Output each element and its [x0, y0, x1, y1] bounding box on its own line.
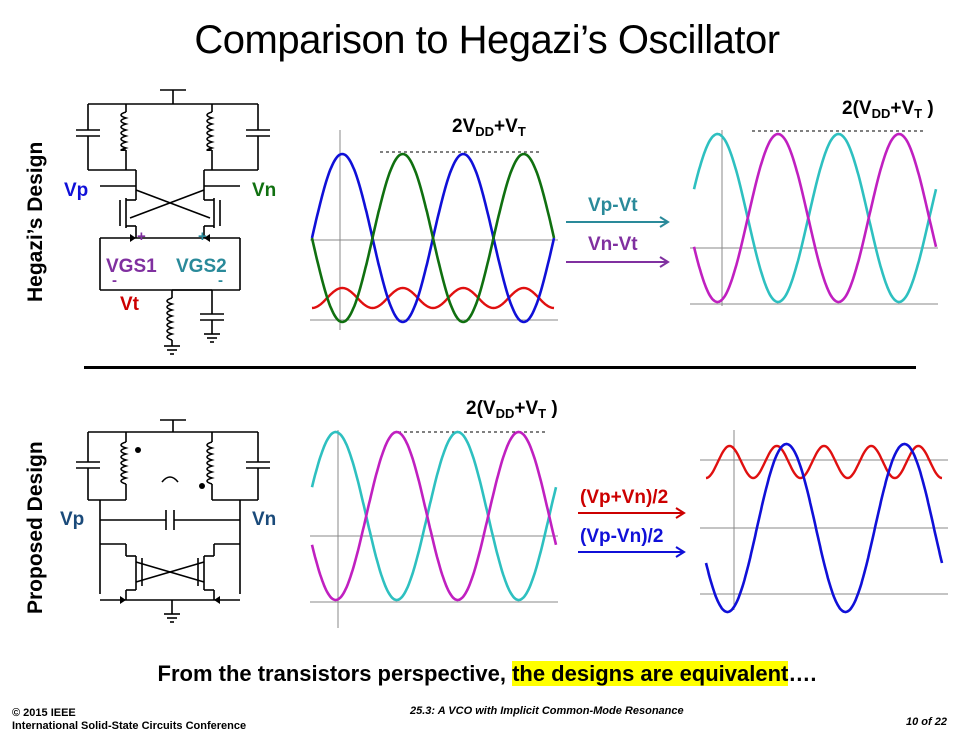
- highlighted-phrase: the designs are equivalent: [512, 661, 789, 686]
- vn-minus-vt-trace: [692, 132, 938, 304]
- proposed-vp-label: Vp: [60, 509, 85, 530]
- vn-trace: [310, 152, 556, 324]
- copyright: © 2015 IEEE: [12, 707, 76, 719]
- diff-trace: [704, 442, 944, 614]
- footer-left: © 2015 IEEE International Solid-State Ci…: [12, 707, 246, 733]
- proposed-peak-label: 2(VDD+VT ): [466, 398, 558, 421]
- vgs1-plus-sign: +: [137, 228, 146, 245]
- conference-name: International Solid-State Circuits Confe…: [12, 720, 247, 732]
- vp-trace: [310, 430, 558, 602]
- section-separator: [84, 366, 916, 369]
- diff-label: (Vp-Vn)/2: [580, 526, 664, 547]
- vgs1-minus-sign: -: [112, 272, 117, 289]
- vn-trace: [310, 430, 558, 602]
- vgs1-label: VGS1: [106, 256, 157, 277]
- page-number: 10 of 22: [906, 716, 947, 728]
- vp-vt-label: Vp-Vt: [588, 195, 638, 216]
- vp-minus-vt-trace: [692, 132, 938, 304]
- vt-trace: [311, 286, 555, 310]
- vt-label: Vt: [120, 294, 139, 315]
- vgs2-plus-sign: +: [198, 228, 207, 245]
- sum-label: (Vp+Vn)/2: [580, 487, 669, 508]
- summary-statement: From the transistors perspective, the de…: [157, 661, 817, 686]
- slide-title: Comparison to Hegazi’s Oscillator: [194, 18, 780, 62]
- hegazi-output-peak-label: 2(VDD+VT ): [842, 98, 934, 121]
- hegazi-vn-label: Vn: [252, 180, 277, 201]
- proposed-waveform-plot: [310, 430, 558, 628]
- hegazi-output-waveform-plot: [690, 130, 938, 306]
- paper-title: 25.3: A VCO with Implicit Common-Mode Re…: [410, 705, 684, 717]
- proposed-vn-label: Vn: [252, 509, 277, 530]
- proposed-output-waveform-plot: [700, 430, 948, 614]
- vgs2-label: VGS2: [176, 256, 227, 277]
- vgs2-minus-sign: -: [218, 272, 223, 289]
- sum-trace: [705, 444, 943, 480]
- hegazi-peak-label: 2VDD+VT: [452, 116, 526, 139]
- hegazi-vp-label: Vp: [64, 180, 89, 201]
- vn-vt-label: Vn-Vt: [588, 234, 638, 255]
- hegazi-waveform-plot: [310, 130, 558, 330]
